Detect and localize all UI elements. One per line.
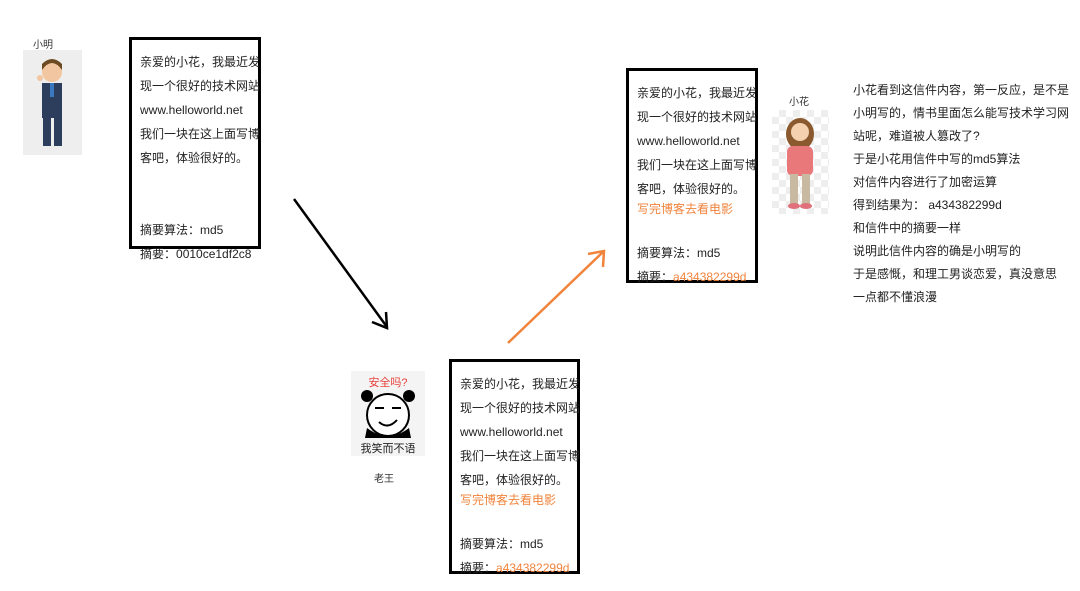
note-line: 于是小花用信件中写的md5算法 <box>853 152 1021 166</box>
note-line: 得到结果为： a434382299d <box>853 198 1002 212</box>
letter-line: www.helloworld.net <box>637 134 740 148</box>
letter-line: 现一个很好的技术网站 <box>460 401 581 415</box>
note-line: 和信件中的摘要一样 <box>853 221 962 235</box>
digest-value: 0010ce1df2c8 <box>176 247 252 261</box>
letter-line: www.helloworld.net <box>140 103 243 117</box>
original-letter: 亲爱的小花，我最近发 现一个很好的技术网站 www.helloworld.net… <box>129 37 261 261</box>
added-line: 写完博客去看电影 <box>637 202 734 216</box>
digest-label: 摘要： <box>140 247 177 261</box>
digest-row: 摘要：a434382299d <box>637 265 755 289</box>
meme-top-text: 安全吗? <box>368 377 408 389</box>
arrow-to-xiaohua <box>507 249 606 344</box>
added-line: 写完博客去看电影 <box>460 493 557 507</box>
digest-value: a434382299d <box>673 270 747 284</box>
note-line: 于是感慨，和理工男谈恋爱，真没意思 <box>853 267 1058 281</box>
note-line: 小花看到这信件内容，第一反应，是不是 <box>853 83 1070 97</box>
meme-bottom-text: 我笑而不语 <box>360 443 416 455</box>
digest-label: 摘要： <box>637 270 674 284</box>
received-letter: 亲爱的小花，我最近发 现一个很好的技术网站 www.helloworld.net… <box>626 68 758 284</box>
note-line: 站呢，难道被人篡改了? <box>853 129 980 143</box>
letter-line: 亲爱的小花，我最近发 <box>140 55 261 69</box>
letter-line: 现一个很好的技术网站 <box>140 79 261 93</box>
laowang-meme: 安全吗? 我笑而不语 <box>351 371 425 456</box>
xiaoming-avatar <box>23 50 82 155</box>
digest-algorithm: 摘要算法：md5 <box>460 537 544 551</box>
digest-row: 摘要：0010ce1df2c8 <box>140 242 258 266</box>
letter-line: 我们一块在这上面写博 <box>637 158 758 172</box>
letter-line: 亲爱的小花，我最近发 <box>460 377 581 391</box>
digest-value: a434382299d <box>496 561 570 575</box>
letter-line: 亲爱的小花，我最近发 <box>637 86 758 100</box>
digest-label: 摘要： <box>460 561 497 575</box>
letter-line: 现一个很好的技术网站 <box>637 110 758 124</box>
letter-line: 我们一块在这上面写博 <box>460 449 581 463</box>
letter-line: 我们一块在这上面写博 <box>140 127 261 141</box>
letter-line: www.helloworld.net <box>460 425 563 439</box>
explanation-text: 小花看到这信件内容，第一反应，是不是 小明写的，情书里面怎么能写技术学习网 站呢… <box>853 79 1069 309</box>
man-figure-icon <box>37 59 62 146</box>
xiaohua-avatar <box>772 110 829 214</box>
panda-face-icon <box>361 390 415 438</box>
note-line: 小明写的，情书里面怎么能写技术学习网 <box>853 106 1070 120</box>
note-line: 对信件内容进行了加密运算 <box>853 175 998 189</box>
letter-line: 客吧，体验很好的。 <box>637 182 746 196</box>
note-line: 一点都不懂浪漫 <box>853 290 938 304</box>
xiaoming-label: 小明 <box>33 40 53 51</box>
laowang-label: 老王 <box>374 474 394 485</box>
digest-row: 摘要：a434382299d <box>460 556 577 580</box>
letter-line: 客吧，体验很好的。 <box>460 473 569 487</box>
note-line: 说明此信件内容的确是小明写的 <box>853 244 1022 258</box>
digest-algorithm: 摘要算法：md5 <box>140 223 224 237</box>
woman-figure-icon <box>786 118 814 209</box>
tampered-letter: 亲爱的小花，我最近发 现一个很好的技术网站 www.helloworld.net… <box>449 359 581 575</box>
digest-algorithm: 摘要算法：md5 <box>637 246 721 260</box>
xiaohua-label: 小花 <box>789 97 809 108</box>
letter-line: 客吧，体验很好的。 <box>140 151 249 165</box>
arrow-to-laowang <box>292 198 389 330</box>
